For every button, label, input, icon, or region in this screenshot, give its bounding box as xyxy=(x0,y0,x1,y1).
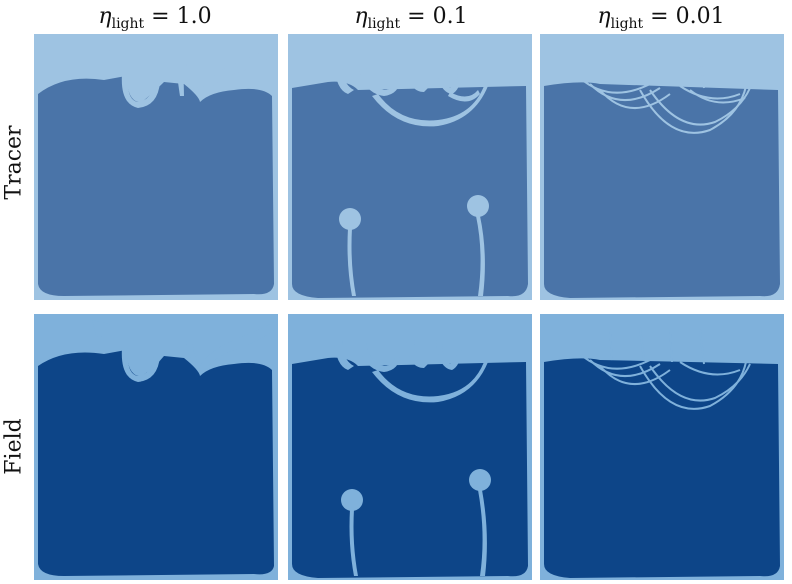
column-title-eta-2: ηlight = 0.1 xyxy=(354,4,468,32)
column-title-eta-3: ηlight = 0.01 xyxy=(597,4,725,32)
column-title-eta-1: ηlight = 1.0 xyxy=(98,4,212,32)
row-label-field: Field xyxy=(1,418,27,475)
field-panel-eta-1 xyxy=(34,314,278,580)
field-panel-eta-3 xyxy=(540,314,784,580)
row-label-tracer: Tracer xyxy=(1,125,27,200)
field-panel-eta-2 xyxy=(288,314,532,580)
tracer-panel-eta-2 xyxy=(288,34,532,300)
tracer-panel-eta-3 xyxy=(540,34,784,300)
tracer-panel-eta-1 xyxy=(34,34,278,300)
